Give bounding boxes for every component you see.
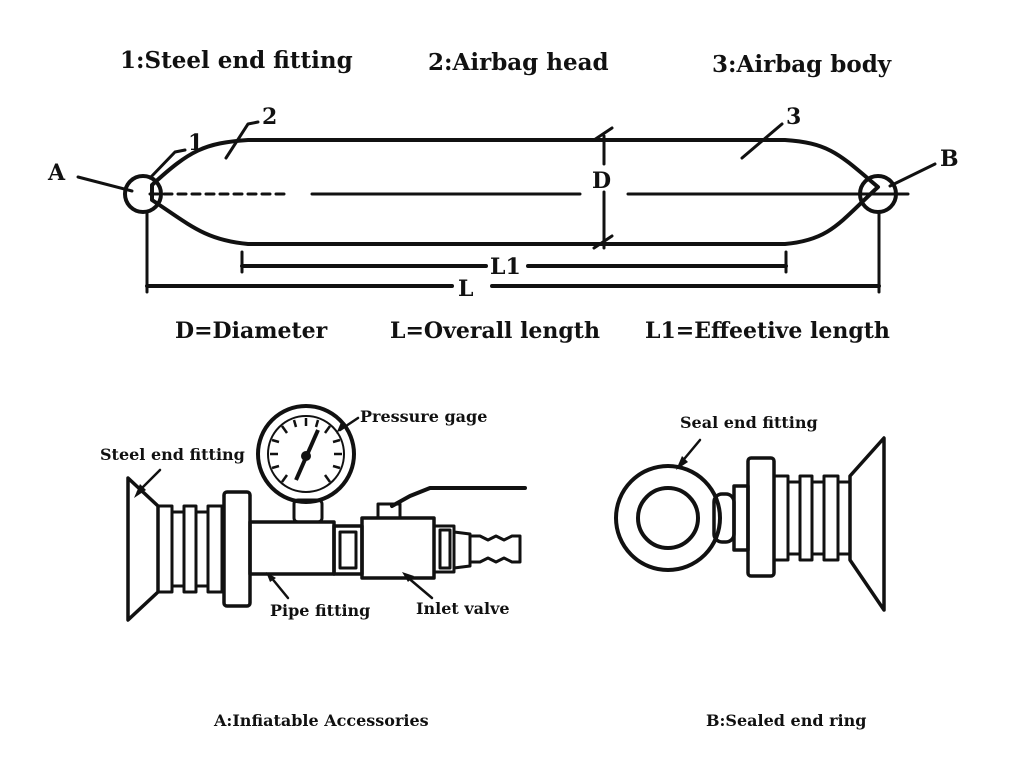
arrow-pressure-gage xyxy=(338,416,360,432)
leader-3 xyxy=(740,122,784,160)
seal-ring-inner xyxy=(636,486,700,550)
airbag-outline xyxy=(150,138,880,246)
end-ring-a xyxy=(123,174,163,214)
seal-end-flare xyxy=(848,436,886,612)
marker-3: 3 xyxy=(786,104,801,130)
label-inlet-valve: Inlet valve xyxy=(416,599,510,618)
steel-end-flare xyxy=(126,476,160,622)
label-steel-end-fitting: 1:Steel end fitting xyxy=(120,47,353,74)
legend-effective-length: L1=Effeetive length xyxy=(645,318,890,344)
sealed-end-ring-drawing xyxy=(614,436,886,612)
legend-diameter: D=Diameter xyxy=(175,318,328,344)
marker-b: B xyxy=(940,146,959,172)
pressure-gauge-dial xyxy=(256,404,356,504)
label-pipe-fitting: Pipe fitting xyxy=(270,601,370,620)
marker-1: 1 xyxy=(188,130,203,156)
leader-2 xyxy=(224,120,260,160)
diameter-dimension xyxy=(592,126,614,250)
caption-sealed-end-ring: B:Sealed end ring xyxy=(706,711,866,730)
arrow-inlet-valve xyxy=(404,574,434,600)
marker-a: A xyxy=(47,160,66,186)
marker-l: L xyxy=(458,276,473,302)
label-pressure-gage: Pressure gage xyxy=(360,407,487,426)
inflatable-accessories-drawing xyxy=(126,404,527,622)
marker-d: D xyxy=(592,168,611,194)
leader-a xyxy=(76,175,134,193)
marker-2: 2 xyxy=(262,104,277,130)
caption-inflatable-accessories: A:Infiatable Accessories xyxy=(213,711,429,730)
valve-lever xyxy=(390,486,527,508)
seal-ring-outer xyxy=(614,464,722,572)
label-airbag-body: 3:Airbag body xyxy=(712,51,892,78)
leader-1 xyxy=(148,148,187,180)
label-steel-end-fitting-accessory: Steel end fitting xyxy=(100,445,245,464)
marker-l1: L1 xyxy=(490,254,521,280)
l-dimension xyxy=(145,210,881,294)
l1-dimension xyxy=(240,250,788,274)
label-seal-end-fitting: Seal end fitting xyxy=(680,413,818,432)
leader-b xyxy=(888,162,937,188)
label-airbag-head: 2:Airbag head xyxy=(428,49,609,76)
legend-overall-length: L=Overall length xyxy=(390,318,600,344)
